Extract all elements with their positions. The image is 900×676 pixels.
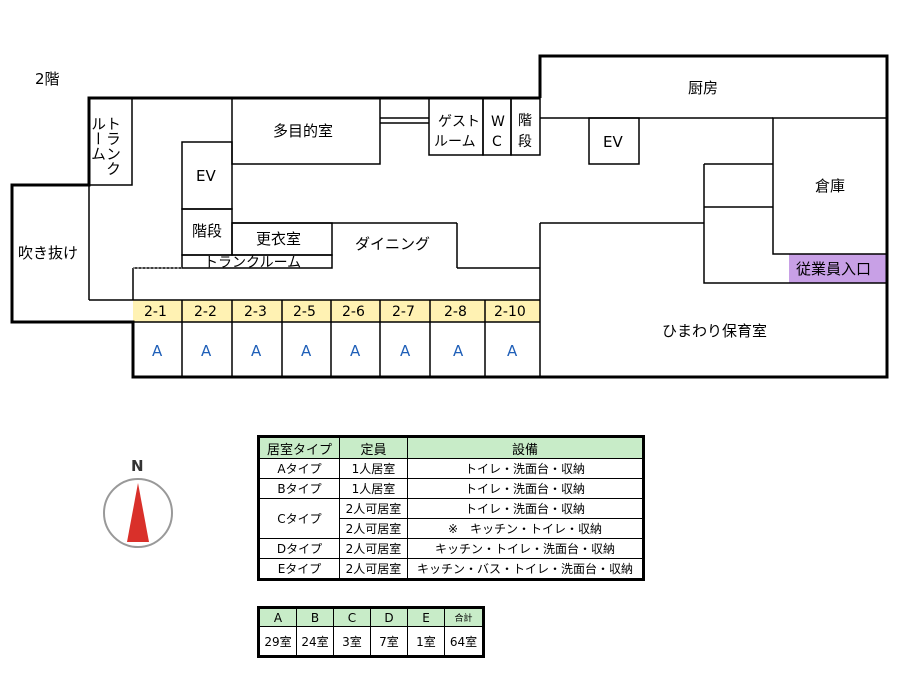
room-count-table: A B C D E 合計 29室 24室 3室 7室 1室 64室 — [257, 606, 485, 658]
storage-label: 倉庫 — [815, 177, 845, 195]
svg-text:2-7: 2-7 — [392, 304, 415, 320]
table-row: 2人可居室 ※ キッチン・トイレ・収納 — [260, 518, 643, 539]
unit-number-band — [133, 300, 540, 322]
unit-2-5: 2-5 A — [293, 304, 316, 360]
table-row: Aタイプ 1人居室 トイレ・洗面台・収納 — [259, 458, 643, 479]
count-header-d: D — [370, 608, 408, 627]
svg-text:A: A — [350, 342, 361, 360]
svg-text:A: A — [507, 342, 518, 360]
changing-room-label: 更衣室 — [256, 230, 301, 248]
trunk-room-bottom-label: トランクルーム — [204, 255, 301, 271]
header-capacity: 定員 — [339, 437, 408, 459]
unit-2-2: 2-2 A — [194, 304, 217, 360]
count-header-e: E — [407, 608, 445, 627]
svg-text:2-8: 2-8 — [444, 304, 467, 320]
svg-text:2-10: 2-10 — [494, 304, 526, 320]
count-header-total: 合計 — [444, 608, 483, 627]
table-row: Bタイプ 1人居室 トイレ・洗面台・収納 — [259, 478, 643, 499]
svg-text:段: 段 — [518, 134, 532, 150]
kitchen-label: 厨房 — [688, 79, 718, 97]
floor-label: 2階 — [35, 70, 60, 88]
stairs-left-label: 階段 — [192, 222, 222, 240]
header-room-type: 居室タイプ — [259, 437, 340, 459]
table-row: Eタイプ 2人可居室 キッチン・バス・トイレ・洗面台・収納 — [259, 558, 643, 579]
atrium-label: 吹き抜け — [18, 244, 78, 262]
count-header-a: A — [259, 608, 297, 627]
compass-ring — [103, 478, 173, 548]
table-row: 29室 24室 3室 7室 1室 64室 — [259, 626, 483, 656]
table-row: Dタイプ 2人可居室 キッチン・トイレ・洗面台・収納 — [259, 538, 643, 559]
unit-2-3: 2-3 A — [244, 304, 267, 360]
compass: N — [103, 457, 173, 548]
svg-text:A: A — [152, 342, 163, 360]
svg-text:ゲスト: ゲスト — [438, 114, 480, 130]
svg-text:2-6: 2-6 — [342, 304, 365, 320]
svg-text:A: A — [201, 342, 212, 360]
staff-entrance-area — [789, 254, 887, 283]
ev-left-label: EV — [196, 167, 216, 185]
unit-2-8: 2-8 A — [444, 304, 467, 360]
svg-text:C: C — [492, 134, 502, 150]
unit-2-7: 2-7 A — [392, 304, 415, 360]
ev-right-label: EV — [603, 133, 623, 151]
svg-text:A: A — [251, 342, 262, 360]
svg-text:A: A — [453, 342, 464, 360]
svg-text:ルーム: ルーム — [434, 134, 476, 150]
dining-label: ダイニング — [355, 235, 430, 253]
unit-2-6: 2-6 A — [342, 304, 365, 360]
unit-2-1: 2-1 A — [144, 304, 167, 360]
nursery-label: ひまわり保育室 — [662, 322, 767, 340]
svg-text:ルーム: ルーム — [89, 116, 107, 161]
svg-text:階: 階 — [518, 113, 532, 129]
multipurpose-label: 多目的室 — [273, 122, 333, 140]
count-header-c: C — [333, 608, 371, 627]
guest-room-label: ゲスト ルーム — [434, 114, 480, 150]
svg-text:2-2: 2-2 — [194, 304, 217, 320]
svg-text:2-1: 2-1 — [144, 304, 167, 320]
svg-text:A: A — [301, 342, 312, 360]
stairs-mid-label: 階 段 — [518, 113, 532, 150]
table-row: Cタイプ 2人可居室 トイレ・洗面台・収納 — [259, 498, 643, 539]
svg-text:W: W — [491, 114, 505, 130]
unit-2-10: 2-10 A — [494, 304, 526, 360]
svg-text:トランク: トランク — [104, 116, 122, 176]
svg-text:2-3: 2-3 — [244, 304, 267, 320]
count-header-b: B — [296, 608, 334, 627]
north-label: N — [131, 457, 144, 475]
svg-text:A: A — [400, 342, 411, 360]
floor-plan: 2階 — [10, 54, 889, 379]
room-type-table: 居室タイプ 定員 設備 Aタイプ 1人居室 トイレ・洗面台・収納 Bタイプ 1人… — [257, 435, 645, 581]
header-equipment: 設備 — [407, 437, 643, 459]
svg-text:2-5: 2-5 — [293, 304, 316, 320]
trunk-room-top: トランク ルーム — [89, 116, 122, 176]
wc-label: W C — [491, 114, 505, 150]
staff-entrance-label: 従業員入口 — [796, 260, 871, 278]
north-arrow-icon — [127, 483, 149, 542]
